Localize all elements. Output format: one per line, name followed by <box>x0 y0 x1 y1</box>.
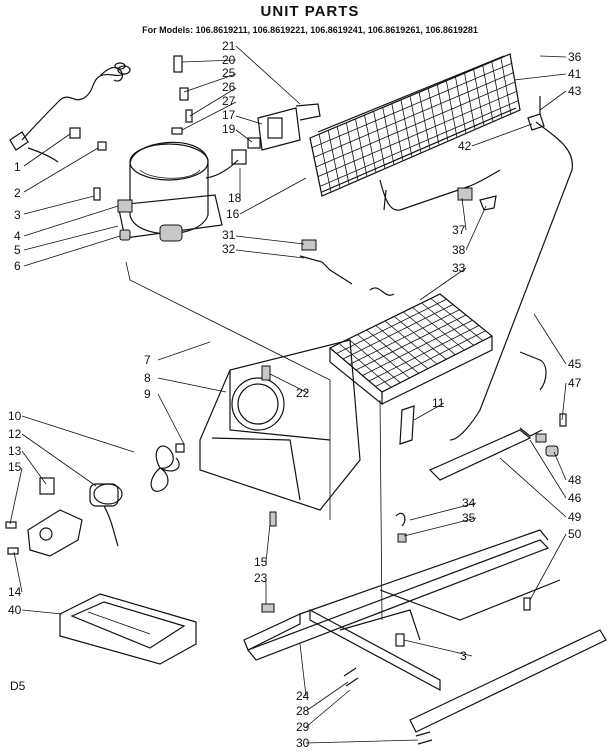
models-subtitle: For Models: 106.8619211, 106.8619221, 10… <box>142 25 478 35</box>
callout-40: 40 <box>8 603 22 617</box>
callout-42: 42 <box>458 139 472 153</box>
callout-21: 21 <box>222 39 236 53</box>
diagram-title: UNIT PARTS <box>261 3 360 20</box>
callout-1: 1 <box>14 160 21 174</box>
callout-48: 48 <box>568 473 582 487</box>
fan-blade <box>150 443 185 492</box>
callout-18: 18 <box>228 191 242 205</box>
callout-15b: 15 <box>254 555 268 569</box>
callout-3b: 3 <box>460 649 467 663</box>
callout-25: 25 <box>222 66 236 80</box>
callout-43: 43 <box>568 84 582 98</box>
callout-12: 12 <box>8 427 22 441</box>
callout-45: 45 <box>568 357 582 371</box>
callout-35: 35 <box>462 511 476 525</box>
callout-5: 5 <box>14 243 21 257</box>
callout-29: 29 <box>296 720 310 734</box>
callout-13: 13 <box>8 444 22 458</box>
drain-trough <box>428 413 567 481</box>
drain-pan <box>59 593 197 665</box>
callout-49: 49 <box>568 510 582 524</box>
callout-20: 20 <box>222 53 236 67</box>
callout-10: 10 <box>8 409 22 423</box>
callout-32: 32 <box>222 242 236 256</box>
base-frame <box>243 529 607 733</box>
callout-17: 17 <box>222 108 236 122</box>
callout-6: 6 <box>14 259 21 273</box>
callout-33: 33 <box>452 261 466 275</box>
callout-7: 7 <box>144 353 151 367</box>
leader-lines <box>9 45 567 744</box>
compressor <box>117 141 247 242</box>
callout-22: 22 <box>296 386 310 400</box>
corner-code: D5 <box>10 679 26 693</box>
callout-9: 9 <box>144 387 151 401</box>
evaporator-grid <box>329 293 493 393</box>
callout-2: 2 <box>14 186 21 200</box>
callout-14: 14 <box>8 585 22 599</box>
suction-tube <box>449 121 573 441</box>
callout-23: 23 <box>254 571 268 585</box>
callout-38: 38 <box>452 243 466 257</box>
callout-16: 16 <box>226 207 240 221</box>
callout-24: 24 <box>296 689 310 703</box>
callout-3: 3 <box>14 208 21 222</box>
callout-4: 4 <box>14 229 21 243</box>
callout-46: 46 <box>568 491 582 505</box>
callout-11: 11 <box>432 396 445 410</box>
callout-27: 27 <box>222 94 236 108</box>
fan-bracket <box>199 339 361 527</box>
callout-28: 28 <box>296 704 310 718</box>
power-cord <box>9 62 131 163</box>
mount-hardware <box>69 55 193 241</box>
fan-motor <box>5 477 123 557</box>
callout-41: 41 <box>568 67 582 81</box>
callout-8: 8 <box>144 371 151 385</box>
callout-19: 19 <box>222 122 236 136</box>
callout-34: 34 <box>462 496 476 510</box>
callout-26: 26 <box>222 80 236 94</box>
filter-drier <box>299 255 353 285</box>
callout-15: 15 <box>8 460 22 474</box>
condenser-grid <box>309 53 521 197</box>
callout-37: 37 <box>452 223 466 237</box>
callout-47: 47 <box>568 376 582 390</box>
callout-30: 30 <box>296 736 310 750</box>
callout-36: 36 <box>568 50 582 64</box>
callout-31: 31 <box>222 228 236 242</box>
callouts: 1 2 3 4 5 6 21 20 25 26 27 17 19 18 16 3… <box>8 39 582 750</box>
callout-50: 50 <box>568 527 582 541</box>
relay-assembly <box>247 103 321 151</box>
